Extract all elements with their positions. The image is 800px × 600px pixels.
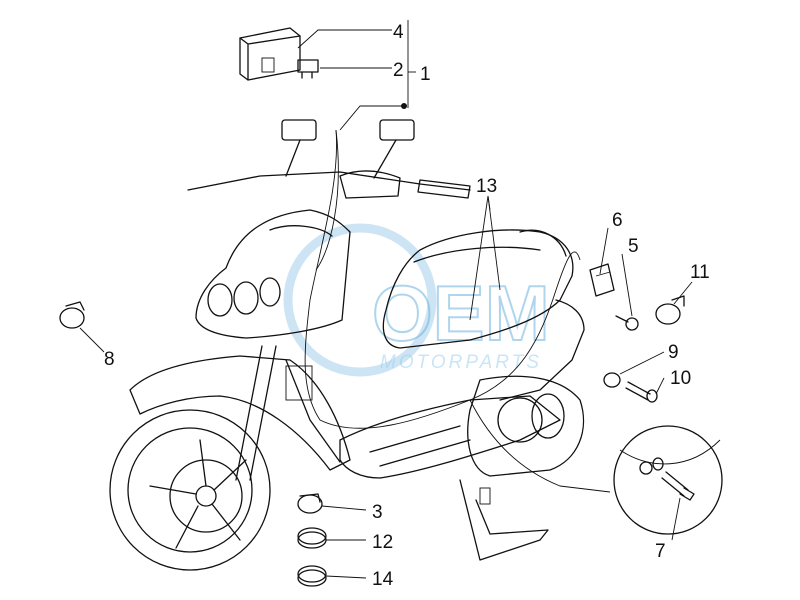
detail-inset: [613, 425, 723, 535]
callout-11: 11: [690, 262, 710, 283]
band-part-14: [297, 565, 327, 587]
scooter-illustration: [109, 119, 611, 571]
screw-part-5: [615, 315, 639, 331]
callout-6: 6: [612, 210, 623, 231]
bolt-part-10: [625, 381, 658, 403]
band-part-12: [297, 527, 327, 549]
watermark-brand: OEM: [372, 269, 550, 357]
callout-3: 3: [372, 502, 383, 523]
callout-12: 12: [372, 532, 393, 553]
callout-2: 2: [393, 60, 404, 81]
callout-8: 8: [104, 349, 115, 370]
clip-part-6: [589, 263, 615, 297]
clamp-part-3: [297, 493, 323, 514]
clamp-part-8: [59, 301, 85, 329]
control-unit-part: [239, 27, 301, 81]
callout-labels: 4 2 1 13 6 5 11 8 9 10 7 3 12 14: [104, 22, 710, 590]
callout-7: 7: [655, 541, 666, 562]
watermark-tagline: MOTORPARTS: [380, 352, 542, 373]
callout-9: 9: [668, 342, 679, 363]
callout-4: 4: [393, 22, 404, 43]
callout-13: 13: [476, 176, 497, 197]
callout-5: 5: [628, 236, 639, 257]
leader-lines: [79, 20, 693, 579]
fuse-part: [297, 59, 319, 79]
clamp-part-11: [655, 295, 685, 325]
watermark-globe-icon: [283, 223, 437, 377]
washer-part-9: [603, 372, 621, 388]
callout-14: 14: [372, 569, 394, 590]
callout-10: 10: [670, 368, 691, 389]
watermark: OEM MOTORPARTS: [283, 223, 551, 377]
callout-1: 1: [420, 64, 431, 85]
